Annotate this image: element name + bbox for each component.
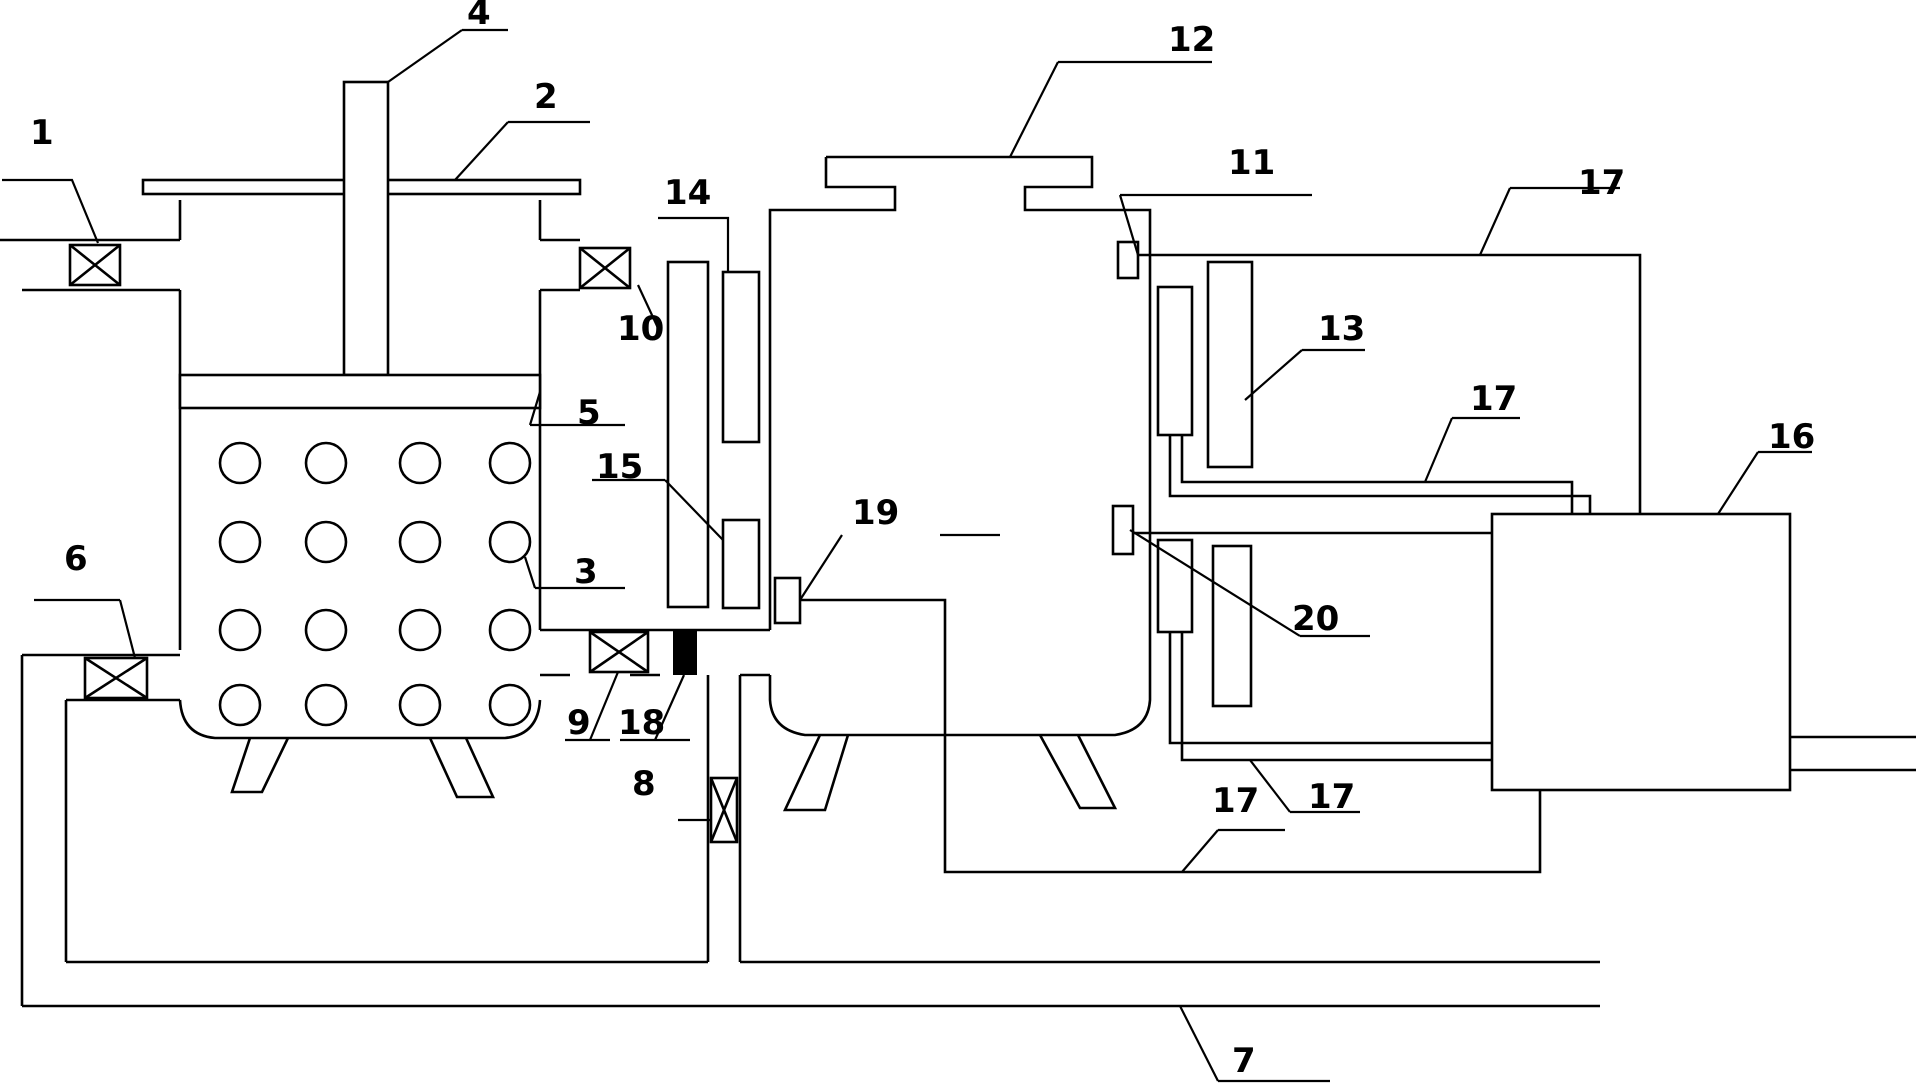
valve-1 (68, 243, 122, 287)
piston-plate (178, 373, 542, 410)
controller-16 (1490, 512, 1792, 792)
seal-block-18 (673, 630, 697, 675)
right-tank-leg (1038, 734, 1118, 810)
callout-7: 7 (1232, 1041, 1256, 1081)
callout-6: 6 (64, 539, 88, 579)
callout-9: 9 (567, 703, 591, 743)
left-tank-leg (428, 737, 496, 799)
heater-tall (666, 260, 710, 609)
callout-17b: 17 (1470, 379, 1517, 419)
heater-13a (1156, 285, 1194, 437)
callout-20: 20 (1292, 599, 1339, 639)
left-tank-leg (230, 737, 290, 794)
sensor-11 (1116, 240, 1140, 280)
callout-4: 4 (467, 0, 491, 33)
valve-6 (83, 656, 149, 700)
callout-17c: 17 (1308, 777, 1355, 817)
valve-8 (709, 776, 739, 844)
callout-18: 18 (618, 703, 665, 743)
valve-9 (588, 630, 650, 674)
callout-11: 11 (1228, 143, 1275, 183)
signal-wires (800, 253, 1642, 874)
filler-balls (218, 441, 532, 727)
callout-8: 8 (632, 764, 656, 804)
callout-19: 19 (852, 493, 899, 533)
callout-14: 14 (664, 173, 711, 213)
callout-labels: 1 2 3 4 5 6 7 8 9 10 11 12 13 14 15 16 1… (30, 0, 1815, 1081)
valve-10 (578, 246, 632, 290)
callout-2: 2 (534, 77, 558, 117)
callout-10: 10 (617, 309, 664, 349)
callout-3: 3 (574, 552, 598, 592)
right-tank-leg (782, 734, 850, 812)
heater-13b (1206, 260, 1254, 469)
callout-17d: 17 (1212, 781, 1259, 821)
callout-17a: 17 (1578, 163, 1625, 203)
heater-15 (721, 518, 761, 610)
leader-lines (2, 28, 1812, 1083)
heater-13c (1156, 538, 1194, 634)
callout-1: 1 (30, 113, 54, 153)
right-tank (740, 155, 1152, 737)
sensor-19 (773, 576, 802, 625)
callout-5: 5 (577, 393, 601, 433)
sensor-20 (1111, 504, 1135, 556)
callout-16: 16 (1768, 417, 1815, 457)
callout-12: 12 (1168, 20, 1215, 60)
left-tank (0, 200, 580, 740)
heater-13d (1211, 544, 1253, 708)
callout-15: 15 (596, 447, 643, 487)
callout-13: 13 (1318, 309, 1365, 349)
heater-14 (721, 270, 761, 444)
bottom-pipe (20, 653, 1600, 1008)
stirring-shaft (342, 80, 390, 377)
middle-chamber (540, 628, 770, 677)
